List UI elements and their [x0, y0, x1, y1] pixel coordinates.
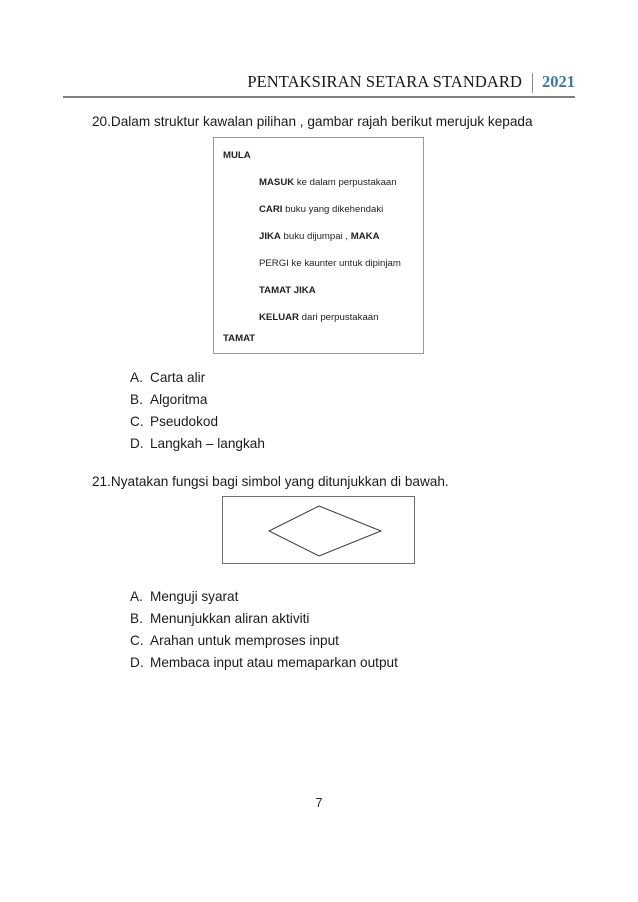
option-label: Algoritma [150, 392, 208, 407]
pseudocode-text: buku dijumpai , [280, 231, 351, 242]
option-letter: D. [130, 436, 144, 451]
pseudocode-keyword: JIKA [259, 231, 281, 242]
option-row-a[interactable]: A. Carta alir [130, 371, 265, 393]
header-divider [532, 73, 533, 93]
question-21-text: 21.Nyatakan fungsi bagi simbol yang ditu… [92, 474, 449, 489]
pseudocode-keyword: CARI [259, 204, 283, 215]
header-title: PENTAKSIRAN SETARA STANDARD [247, 72, 522, 91]
option-letter: A. [130, 589, 143, 604]
option-label: Langkah – langkah [150, 436, 265, 451]
pseudocode-text: dari perpustakaan [298, 312, 379, 323]
question-20-text: 20.Dalam struktur kawalan pilihan , gamb… [92, 114, 533, 129]
pseudocode-line-pergi: PERGI ke kaunter untuk dipinjam [259, 259, 401, 269]
pseudocode-keyword-maka: MAKA [350, 231, 380, 242]
option-row-c[interactable]: C. Arahan untuk memproses input [130, 634, 398, 656]
option-letter: B. [130, 611, 143, 626]
question-20-options: A. Carta alir B. Algoritma C. Pseudokod … [130, 371, 265, 459]
option-label: Menunjukkan aliran aktiviti [150, 611, 310, 626]
option-row-c[interactable]: C. Pseudokod [130, 415, 265, 437]
pseudocode-line-keluar: KELUAR dari perpustakaan [259, 313, 378, 323]
pseudocode-text: ke dalam perpustakaan [294, 177, 397, 188]
option-letter: C. [130, 414, 144, 429]
option-row-a[interactable]: A. Menguji syarat [130, 590, 398, 612]
option-label: Carta alir [150, 370, 206, 385]
pseudocode-keyword: MASUK [259, 177, 295, 188]
pseudocode-line-mula: MULA [223, 151, 251, 161]
pseudocode-keyword: TAMAT JIKA [259, 285, 316, 296]
option-letter: C. [130, 633, 144, 648]
pseudocode-line-tamat: TAMAT [223, 334, 255, 344]
option-label: Pseudokod [150, 414, 219, 429]
option-row-d[interactable]: D. Langkah – langkah [130, 437, 265, 459]
header-year: 2021 [542, 72, 575, 91]
pseudocode-keyword: MULA [223, 150, 251, 161]
pseudocode-text: buku yang dikehendaki [282, 204, 384, 215]
question-20-pseudocode-box: MULA MASUK ke dalam perpustakaan CARI bu… [213, 137, 424, 354]
option-letter: A. [130, 370, 143, 385]
option-row-b[interactable]: B. Menunjukkan aliran aktiviti [130, 612, 398, 634]
option-letter: D. [130, 655, 144, 670]
decision-diamond-icon [267, 505, 383, 557]
pseudocode-line-masuk: MASUK ke dalam perpustakaan [259, 178, 397, 188]
option-label: Menguji syarat [150, 589, 239, 604]
page-header: PENTAKSIRAN SETARA STANDARD 2021 [63, 72, 575, 93]
header-rule [63, 96, 575, 98]
option-label: Arahan untuk memproses input [150, 633, 339, 648]
pseudocode-line-tamat-jika: TAMAT JIKA [259, 286, 316, 296]
pseudocode-keyword: KELUAR [259, 312, 299, 323]
option-row-b[interactable]: B. Algoritma [130, 393, 265, 415]
option-row-d[interactable]: D. Membaca input atau memaparkan output [130, 656, 398, 678]
option-label: Membaca input atau memaparkan output [150, 655, 398, 670]
pseudocode-line-jika: JIKA buku dijumpai , MAKA [259, 232, 380, 242]
pseudocode-line-cari: CARI buku yang dikehendaki [259, 205, 383, 215]
question-21-symbol-box [222, 496, 415, 564]
option-letter: B. [130, 392, 143, 407]
question-21-options: A. Menguji syarat B. Menunjukkan aliran … [130, 590, 398, 678]
page-number: 7 [315, 796, 323, 810]
pseudocode-keyword: TAMAT [223, 333, 256, 344]
pseudocode-text: PERGI ke kaunter untuk dipinjam [259, 258, 401, 269]
